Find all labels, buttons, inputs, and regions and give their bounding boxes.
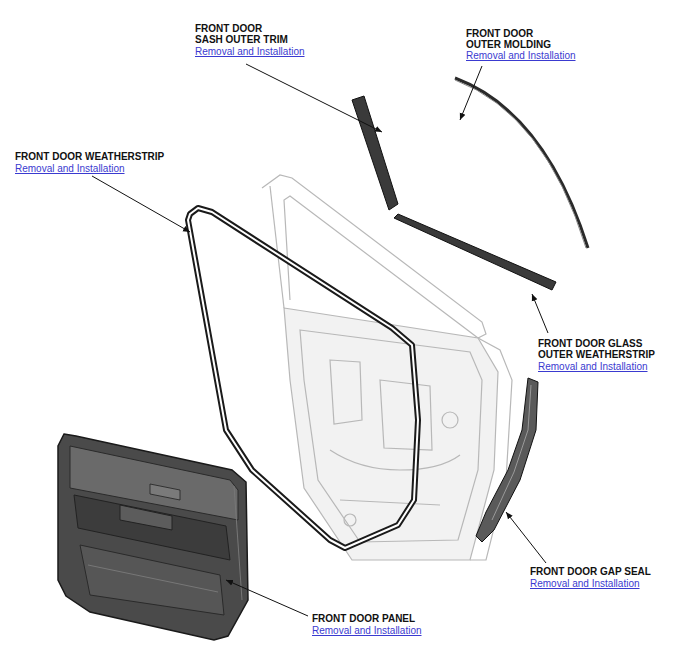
gap-seal-edge: [492, 385, 531, 520]
inner-detail: [344, 514, 356, 526]
switch-panel: [120, 505, 172, 530]
leader-line: [226, 580, 308, 616]
link-text: Removal and Installation: [466, 50, 576, 61]
door-body: [284, 308, 498, 560]
inner-detail: [340, 500, 440, 505]
part-name: FRONT DOOR GLASS OUTER WEATHERSTRIP: [538, 338, 657, 360]
sash-outer-trim: [352, 96, 398, 210]
part-name: FRONT DOOR GAP SEAL: [530, 566, 651, 577]
part-name: FRONT DOOR PANEL: [312, 613, 415, 624]
link-text: Removal and Installation: [530, 578, 640, 589]
glass-outer-weatherstrip: [394, 214, 556, 290]
leader-line: [532, 294, 548, 333]
part-name: FRONT DOOR OUTER MOLDING: [466, 28, 552, 50]
door-pocket: [80, 545, 224, 615]
door-panel: [58, 434, 248, 640]
link-text: Removal and Installation: [538, 361, 648, 372]
part-name: FRONT DOOR WEATHERSTRIP: [15, 151, 164, 162]
link-text: Removal and Installation: [312, 625, 422, 636]
inner-panel: [300, 330, 482, 542]
gap-seal: [476, 378, 538, 542]
inner-detail: [442, 412, 458, 428]
door-panel-part: [58, 434, 248, 640]
handle: [150, 484, 180, 500]
leader-line: [460, 66, 482, 120]
part-name: FRONT DOOR SASH OUTER TRIM: [195, 23, 289, 45]
pocket-line: [88, 565, 218, 592]
door-shell: [262, 175, 512, 560]
link-text: Removal and Installation: [195, 46, 305, 57]
inner-detail: [330, 450, 460, 470]
window-frame: [270, 186, 284, 308]
panel-edge: [234, 486, 242, 600]
leader-line: [506, 512, 546, 563]
link-text: Removal and Installation: [15, 163, 125, 174]
outer-molding: [455, 78, 588, 248]
inner-detail: [380, 380, 432, 450]
leader-lines: [92, 64, 548, 616]
leader-line: [246, 64, 382, 132]
leader-line: [92, 176, 190, 232]
inner-detail: [330, 360, 362, 424]
outer-molding-edge: [455, 80, 586, 248]
